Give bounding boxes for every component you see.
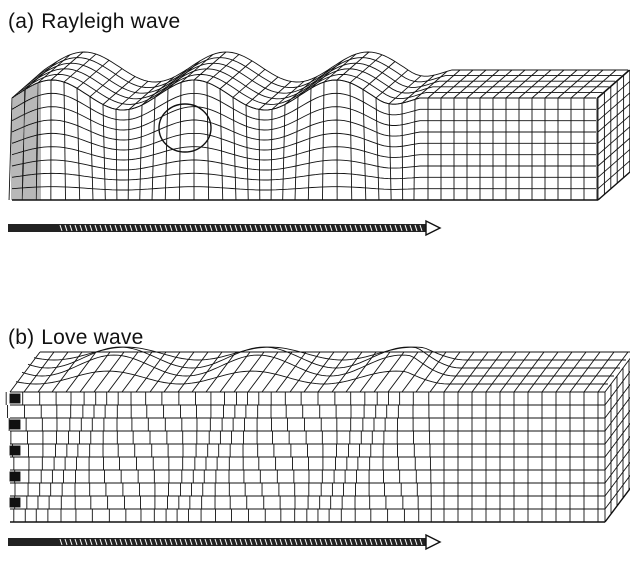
panel-b-label: Love wave bbox=[41, 326, 144, 349]
love-wave-panel: (b) Love wave bbox=[0, 322, 630, 568]
love-caption: (b) Love wave bbox=[8, 326, 143, 350]
panel-b-tag: (b) bbox=[8, 326, 35, 349]
panel-a-label: Rayleigh wave bbox=[41, 10, 181, 33]
rayleigh-wave-panel: (a) Rayleigh wave bbox=[0, 0, 630, 260]
arrow-head-icon bbox=[425, 533, 442, 551]
love-block-diagram bbox=[5, 346, 630, 523]
particle-orbit-ellipse bbox=[158, 103, 212, 153]
rayleigh-propagation-arrow bbox=[8, 219, 442, 237]
love-propagation-arrow bbox=[8, 533, 442, 551]
arrow-head-icon bbox=[425, 219, 442, 237]
rayleigh-block-diagram bbox=[8, 51, 630, 201]
panel-a-tag: (a) bbox=[8, 10, 35, 33]
rayleigh-caption: (a) Rayleigh wave bbox=[8, 10, 180, 34]
